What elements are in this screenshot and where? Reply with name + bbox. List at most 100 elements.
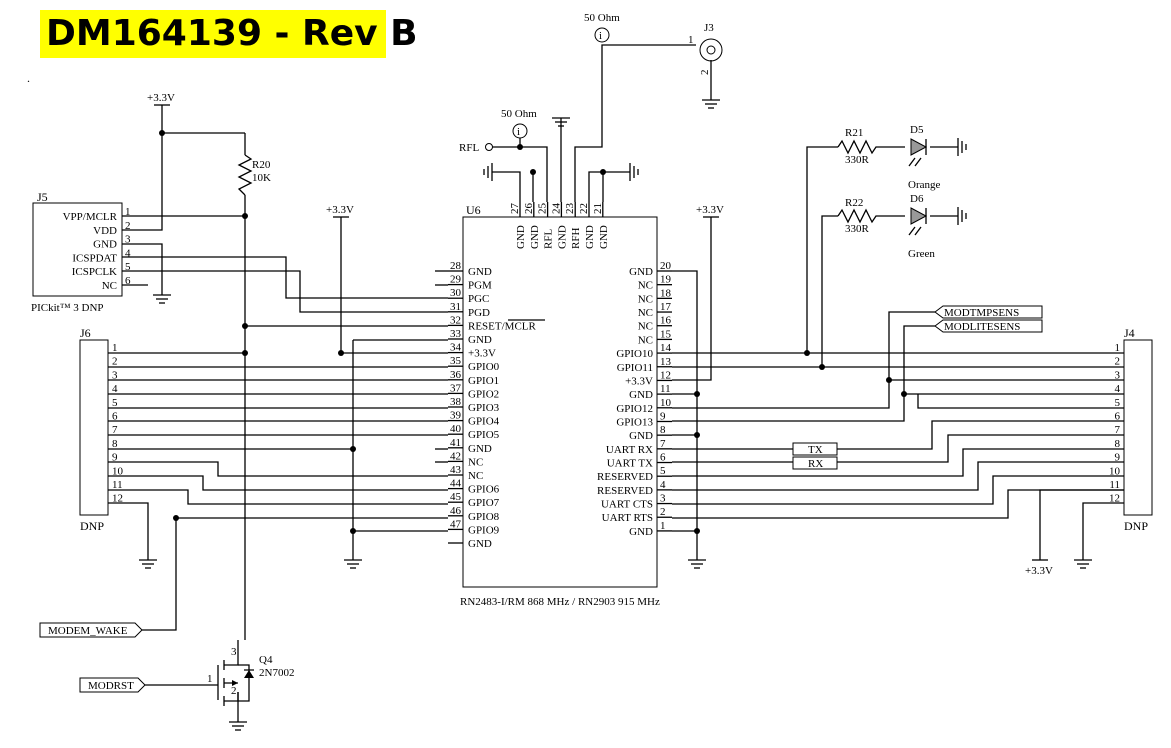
- u6-pin-name: GND: [529, 225, 541, 249]
- u6-pin-number: 41: [450, 437, 461, 449]
- junction: [819, 364, 825, 370]
- vcc-label: +3.3V: [696, 204, 724, 216]
- j6-ref: J6: [80, 326, 91, 340]
- q4-mosfet: Q4 2N7002 1 3 2: [207, 640, 294, 706]
- u6-pin-name: NC: [638, 280, 653, 292]
- netlabel-modrst: MODRST: [88, 680, 134, 692]
- u6-pin-name: RESERVED: [597, 485, 653, 497]
- junction: [804, 350, 810, 356]
- j4-pin-number: 9: [1115, 452, 1121, 464]
- power-symbols: +3.3V +3.3V +3.3V +3.3V: [147, 92, 1053, 577]
- u6-pin-number: 1: [660, 520, 666, 532]
- r22-resistor: R22 330R: [837, 197, 882, 235]
- j4-ref: J4: [1124, 326, 1135, 340]
- u6-pin-name: PGD: [468, 307, 490, 319]
- u6-pin-number: 45: [450, 491, 462, 503]
- u6-pin-number: 17: [660, 301, 672, 313]
- u6-pin-number: 8: [660, 424, 666, 436]
- u6-pin-number: 3: [660, 493, 666, 505]
- j4-pin-number: 8: [1115, 438, 1121, 450]
- junction: [338, 350, 344, 356]
- u6-pin-number: 32: [450, 314, 461, 326]
- j5-pin-name: VPP/MCLR: [63, 211, 118, 223]
- u6-body: [462, 216, 658, 588]
- u6-pin-number: 10: [660, 397, 672, 409]
- q4-arrow-icon: [232, 680, 238, 686]
- d5-rays-icon: [908, 157, 922, 167]
- tp-rfl: i 50 Ohm: [501, 108, 537, 139]
- u6-pin-number: 29: [450, 274, 462, 286]
- u6-pin-number: 9: [660, 410, 666, 422]
- u6-pin-name: PGM: [468, 280, 492, 292]
- rfl-port-circle: [485, 143, 493, 151]
- j4-pin-number: 6: [1115, 411, 1121, 423]
- j4-pin-number: 4: [1115, 383, 1121, 395]
- q4-diode-leads: [238, 664, 254, 702]
- u6-pin-number: 11: [660, 383, 671, 395]
- j6-pin-number: 11: [112, 479, 123, 491]
- d6-ref: D6: [910, 193, 924, 205]
- j6-pin-number: 9: [112, 452, 118, 464]
- netlabel-tx: TX: [808, 444, 823, 456]
- junction: [173, 515, 179, 521]
- j6-pin-number: 5: [112, 397, 118, 409]
- j6-body: [79, 339, 109, 516]
- r21-ref: R21: [845, 127, 863, 139]
- r20-ref: R20: [252, 159, 271, 171]
- u6-pin-number: 16: [660, 315, 672, 327]
- d5-ref: D5: [910, 124, 924, 136]
- u6-ref: U6: [466, 203, 481, 217]
- wire-gpio11-led: [821, 215, 838, 367]
- wire-vcc-right: [672, 217, 712, 381]
- u6-pin-name: GND: [584, 225, 596, 249]
- junction: [242, 213, 248, 219]
- netlabel-modlitesens-flag: [934, 319, 1043, 333]
- u6-pin-name: +3.3V: [468, 348, 496, 360]
- netlabel-rx: RX: [808, 458, 823, 470]
- u6-pin-name: GPIO9: [468, 524, 500, 536]
- r21-zigzag: [837, 139, 882, 155]
- j6-pin-number: 1: [112, 342, 118, 354]
- j5-pin-name: NC: [102, 280, 117, 292]
- u6-pin-name: GND: [468, 538, 492, 550]
- netlabel-rx-box: [792, 456, 838, 470]
- wire-j5-4: [122, 256, 448, 299]
- junction: [242, 323, 248, 329]
- wire-tx-j4: [837, 420, 1124, 450]
- tp-rfl-label: 50 Ohm: [501, 108, 537, 120]
- wire-j5-2: [122, 132, 245, 231]
- r22-ref: R22: [845, 197, 863, 209]
- j3-connector: J3 1 2: [688, 22, 723, 75]
- wire-j5-3: [122, 243, 163, 295]
- d6-color: Green: [908, 248, 935, 260]
- netlabel-modrst-flag: [79, 677, 146, 693]
- wire-modem-wake: [142, 518, 177, 631]
- wire-j4-10: [672, 475, 1124, 505]
- u6-pin-name: NC: [638, 334, 653, 346]
- tp-rfh: i 50 Ohm: [584, 12, 620, 43]
- j5-pin-number: 2: [125, 220, 131, 232]
- u6-pin-number: 43: [450, 464, 462, 476]
- u6-pin-name: RFL: [543, 229, 555, 249]
- u6-pin-name: +3.3V: [625, 375, 653, 387]
- d6-rays-icon: [908, 226, 922, 236]
- d5-led: D5 Orange: [908, 124, 940, 191]
- junction: [694, 432, 700, 438]
- wire-gnd22: [588, 171, 630, 202]
- j5-pin-number: 3: [125, 234, 131, 246]
- d5-color: Orange: [908, 179, 940, 191]
- u6-pin-number: 23: [564, 203, 576, 215]
- u6-pin-name: GPIO8: [468, 511, 500, 523]
- wire-gnd-right: [672, 270, 698, 532]
- u6-pin-name: GPIO0: [468, 361, 500, 373]
- u6-pin-name: GPIO11: [617, 362, 653, 374]
- u6-pin-name: GND: [629, 430, 653, 442]
- u6-pin-number: 14: [660, 342, 672, 354]
- u6-pin-name: UART TX: [607, 458, 653, 470]
- u6-pin-number: 15: [660, 328, 672, 340]
- u6-pin-name: GND: [468, 266, 492, 278]
- vcc-label: +3.3V: [326, 204, 354, 216]
